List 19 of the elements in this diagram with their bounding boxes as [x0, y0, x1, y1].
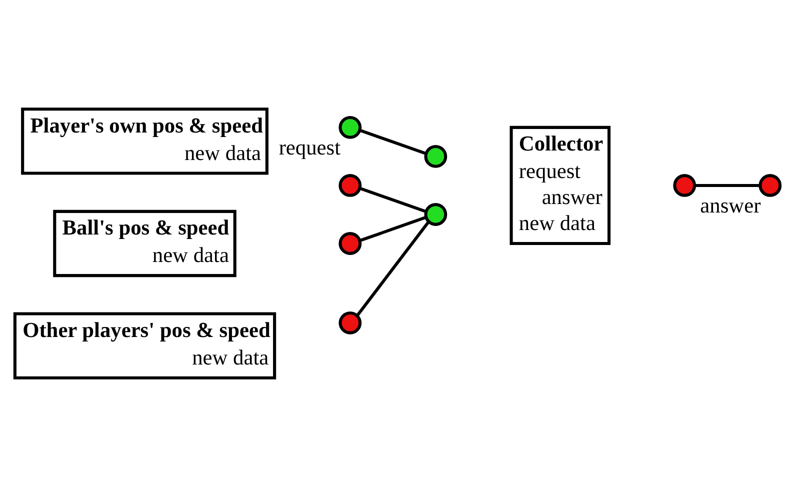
- node-circle: [338, 174, 362, 197]
- connector: [694, 184, 760, 187]
- connector: [359, 128, 426, 156]
- node-box: Other players' pos & speed new data: [13, 312, 276, 380]
- connector: [356, 220, 430, 317]
- node-circle: [424, 145, 448, 168]
- node-label: answer: [700, 194, 761, 218]
- node-circle: [758, 174, 782, 197]
- node-box: Player's own pos & speed new data: [21, 108, 268, 175]
- node-box: Ball's pos & speed new data: [53, 210, 236, 278]
- connector: [359, 216, 426, 242]
- connector: [359, 186, 426, 214]
- node-circle: [338, 311, 362, 334]
- node-circle: [424, 203, 448, 226]
- node-circle: [338, 232, 362, 255]
- node-circle: [673, 174, 696, 197]
- node-circle: [338, 116, 362, 139]
- node-box: Collector request answer new data: [510, 126, 611, 246]
- node-label: request: [278, 135, 341, 160]
